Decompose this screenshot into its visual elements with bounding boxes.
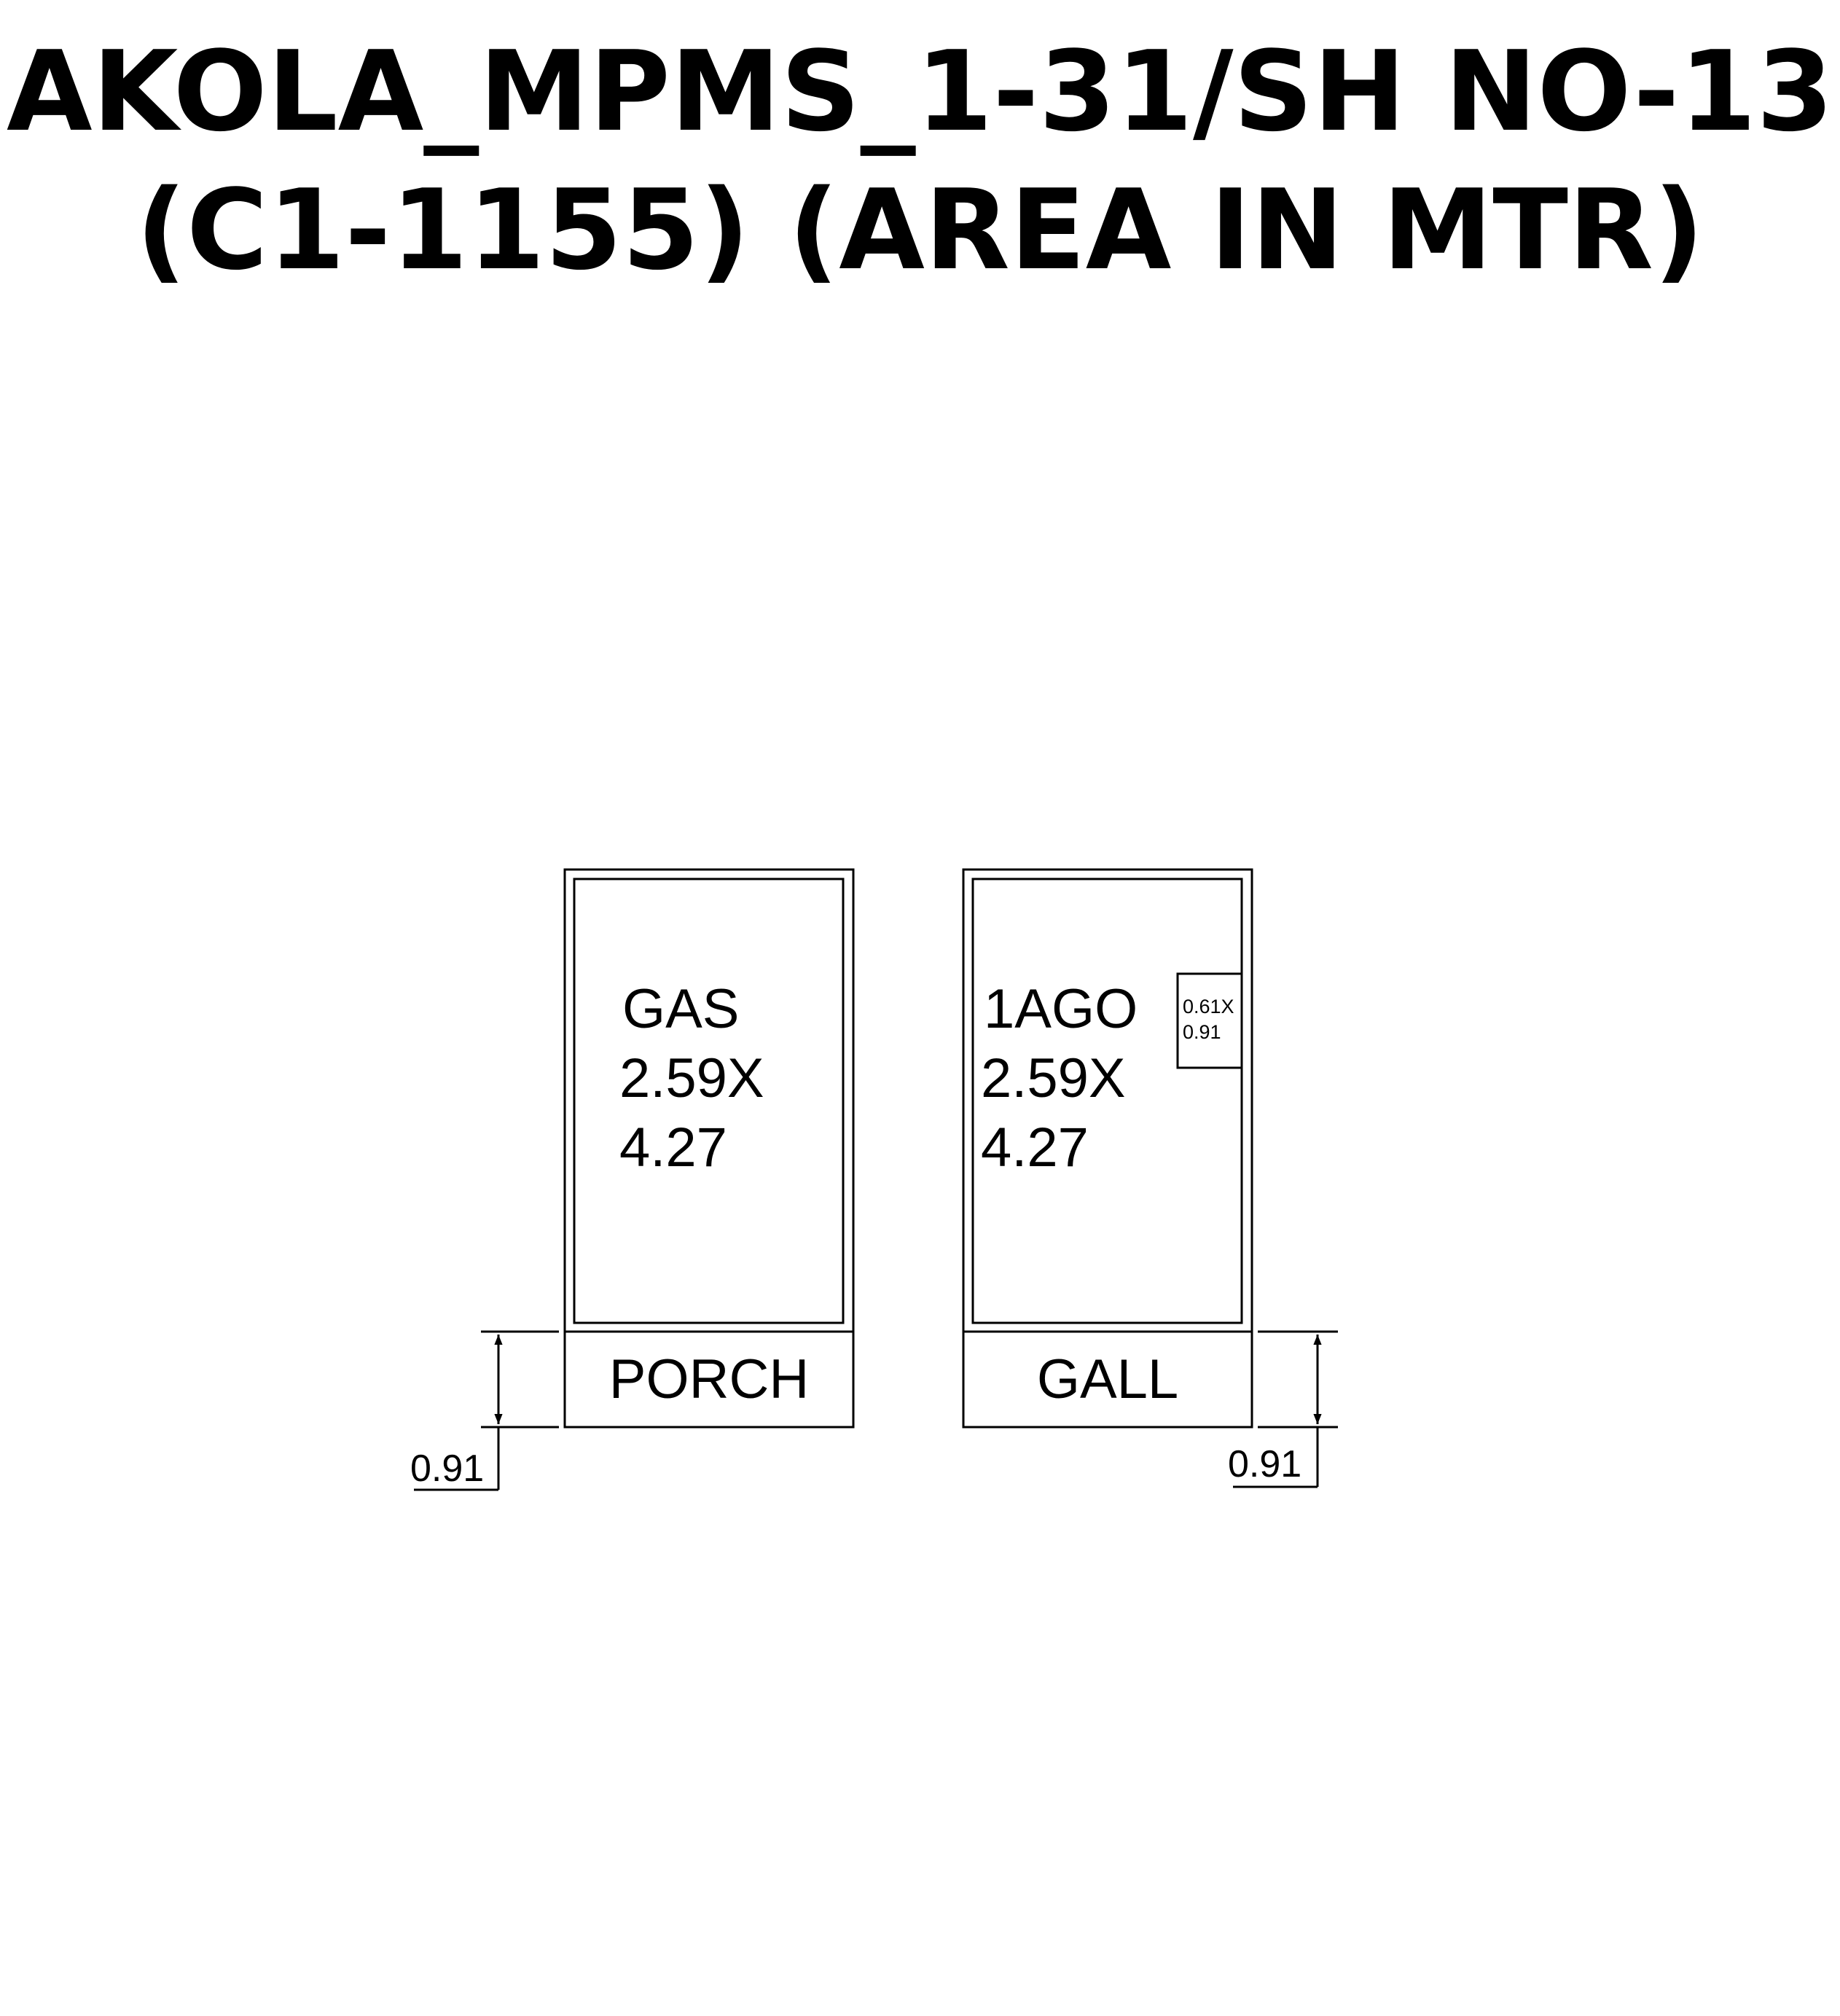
title-line-1: AKOLA_MPMS_1-31/SH NO-13: [6, 27, 1834, 156]
gas-room-length: 4.27: [619, 1117, 727, 1179]
porch-outline: [563, 1330, 855, 1429]
ago-room-width: 2.59X: [981, 1047, 1126, 1109]
gall-dimension-lines: [1233, 1330, 1338, 1488]
gas-inner-wall: [573, 878, 845, 1324]
ago-inset-length: 0.91: [1183, 1021, 1221, 1043]
gall-dimension-value: 0.91: [1228, 1443, 1301, 1485]
porch-dimension-lines: [414, 1330, 559, 1491]
gall-outline: [962, 1330, 1253, 1429]
ago-inset-width: 0.61X: [1183, 996, 1234, 1017]
ago-inner-wall: [971, 878, 1243, 1324]
porch-label: PORCH: [609, 1348, 809, 1410]
ago-room-name: 1AGO: [984, 978, 1138, 1040]
gas-room-name: GAS: [622, 978, 740, 1040]
gas-room-width: 2.59X: [619, 1047, 764, 1109]
ago-room-length: 4.27: [981, 1117, 1089, 1179]
ago-inset-room: [1176, 972, 1243, 1069]
title-line-2: (C1-1155) (AREA IN MTR): [136, 165, 1704, 294]
porch-dimension-value: 0.91: [410, 1447, 484, 1490]
gall-label: GALL: [1037, 1348, 1178, 1410]
